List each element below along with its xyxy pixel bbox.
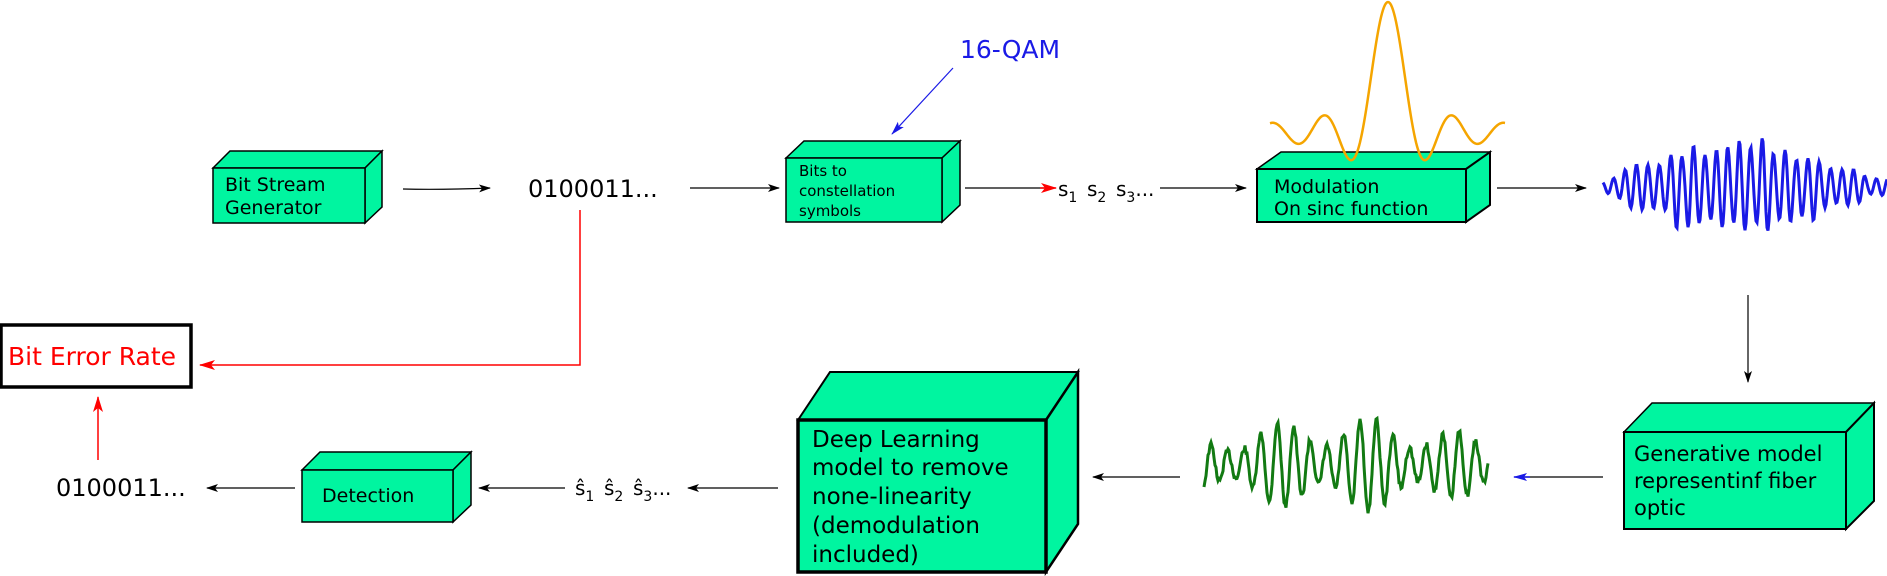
svg-text:s2: s2 xyxy=(1087,177,1106,206)
deep-learning-label-line2: model to remove xyxy=(812,455,1009,481)
symbols-hat-s-label: ŝ1 ŝ2 ŝ3... xyxy=(575,476,671,505)
generative-label-line2: representinf fiber xyxy=(1634,469,1817,493)
arrow-qam xyxy=(891,67,954,135)
bit-stream-label-line2: Generator xyxy=(225,197,322,219)
qam-label: 16-QAM xyxy=(960,35,1060,64)
ber-label: Bit Error Rate xyxy=(8,342,176,371)
svg-text:ŝ3...: ŝ3... xyxy=(633,476,671,505)
generative-label-line3: optic xyxy=(1634,496,1686,520)
modulation-label-line2: On sinc function xyxy=(1274,198,1428,220)
received-signal-icon xyxy=(1202,415,1490,514)
arrow-bits-in-to-ber xyxy=(199,210,581,370)
constellation-label-line2: constellation xyxy=(799,182,895,200)
detection-label: Detection xyxy=(322,485,414,507)
deep-learning-label-line5: included) xyxy=(812,542,919,568)
svg-text:s3...: s3... xyxy=(1116,177,1154,206)
constellation-label-line1: Bits to xyxy=(799,162,847,180)
deep-learning-label-line3: none-linearity xyxy=(812,484,972,510)
modulation-label-line1: Modulation xyxy=(1274,176,1379,198)
modulation-block: Modulation On sinc function xyxy=(1254,150,1493,224)
svg-text:ŝ2: ŝ2 xyxy=(604,476,623,505)
bits-out-label: 0100011... xyxy=(56,474,186,502)
symbols-s-label: s1 s2 s3... xyxy=(1058,177,1154,206)
constellation-label-line3: symbols xyxy=(799,202,861,220)
generative-label-line1: Generative model xyxy=(1634,442,1822,466)
sinc-pulse-icon xyxy=(1269,0,1506,162)
deep-learning-block: Deep Learning model to remove none-linea… xyxy=(796,367,1080,576)
generative-model-block: Generative model representinf fiber opti… xyxy=(1622,400,1876,532)
modulated-signal-icon xyxy=(1601,138,1887,232)
detection-block: Detection xyxy=(300,450,473,524)
svg-text:s1: s1 xyxy=(1058,177,1077,206)
bit-stream-label-line1: Bit Stream xyxy=(225,174,326,196)
bits-in-label: 0100011... xyxy=(528,175,658,203)
svg-text:ŝ1: ŝ1 xyxy=(575,476,594,505)
bit-stream-generator-block: Bit Stream Generator xyxy=(211,149,384,225)
deep-learning-label-line4: (demodulation xyxy=(812,513,980,539)
deep-learning-label-line1: Deep Learning xyxy=(812,427,980,453)
bits-to-constellation-block: Bits to constellation symbols xyxy=(784,139,962,224)
arrow-generator-to-bits xyxy=(402,184,491,193)
bit-error-rate-block: Bit Error Rate xyxy=(0,323,193,389)
